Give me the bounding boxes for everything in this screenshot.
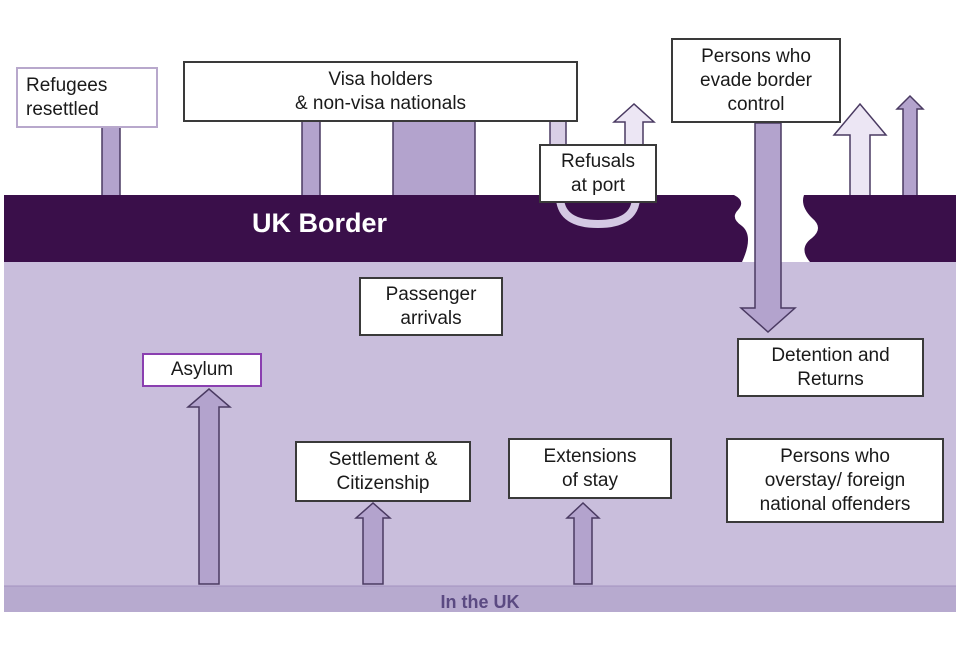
departure-arrow-large: [832, 102, 888, 198]
refusal-exit-arrow: [612, 102, 656, 146]
uk-bottom-strip: [4, 586, 956, 612]
passenger-arrivals-box: Passenger arrivals: [359, 277, 503, 336]
detention-returns-text: Detention and Returns: [771, 344, 890, 390]
visa-holders-box: Visa holders & non-visa nationals: [183, 61, 578, 122]
uk-border-label: UK Border: [252, 208, 388, 238]
detention-returns-box: Detention and Returns: [737, 338, 924, 397]
overstay-offenders-text: Persons who overstay/ foreign national o…: [759, 445, 911, 515]
refugees-resettled-text: Refugees resettled: [26, 74, 108, 120]
extensions-up-arrow: [565, 501, 601, 585]
departure-arrow-small: [895, 94, 925, 198]
evade-border-control-text: Persons who evade border control: [700, 45, 812, 115]
settlement-citizenship-box: Settlement & Citizenship: [295, 441, 471, 502]
in-the-uk-label: In the UK: [440, 592, 520, 612]
evade-down-arrow: [739, 122, 797, 334]
evade-border-control-box: Persons who evade border control: [671, 38, 841, 123]
asylum-text: Asylum: [170, 359, 234, 380]
visa-stem-left: [301, 120, 321, 198]
refugees-resettled-box: Refugees resettled: [16, 67, 158, 128]
settlement-citizenship-text: Settlement & Citizenship: [328, 448, 438, 494]
refusals-at-port-text: Refusals at port: [561, 150, 635, 196]
refugees-stem: [101, 126, 121, 198]
visa-holders-text: Visa holders & non-visa nationals: [294, 68, 467, 114]
overstay-offenders-box: Persons who overstay/ foreign national o…: [726, 438, 944, 523]
visa-stem-right: [549, 120, 567, 146]
extensions-of-stay-box: Extensions of stay: [508, 438, 672, 499]
settlement-up-arrow: [354, 501, 392, 585]
asylum-up-arrow: [185, 388, 233, 585]
asylum-box: Asylum: [142, 353, 262, 387]
border-band-right: [803, 195, 956, 262]
refusal-u-turn: [556, 198, 640, 229]
passenger-arrivals-text: Passenger arrivals: [385, 283, 477, 329]
extensions-of-stay-text: Extensions of stay: [543, 445, 637, 491]
visa-stem-center: [392, 120, 476, 198]
refusals-at-port-box: Refusals at port: [539, 144, 657, 203]
